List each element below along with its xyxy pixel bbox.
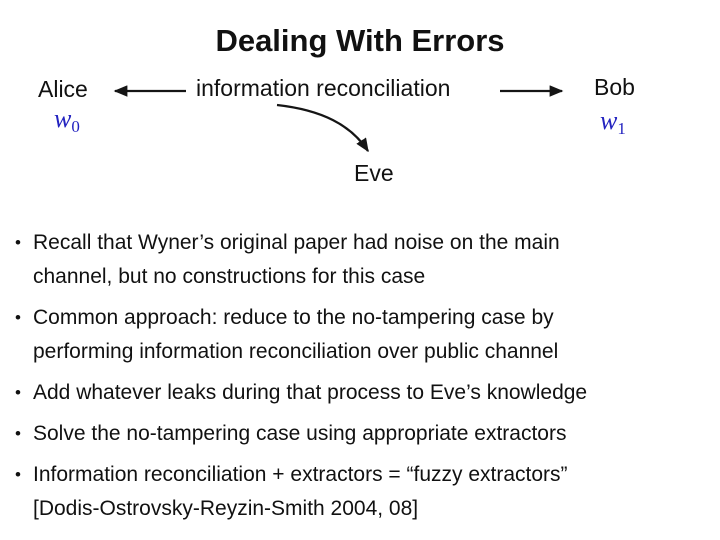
- bullet-marker: •: [15, 424, 21, 443]
- diagram: Alice w0 information reconciliation Bob …: [0, 0, 720, 210]
- arrow-curved-to-eve-icon: [276, 103, 369, 153]
- alice-variable: w0: [54, 104, 80, 136]
- bullet-text-line: Information reconciliation + extractors …: [33, 463, 568, 486]
- bullet-item-4: • Solve the no-tampering case using appr…: [15, 417, 715, 451]
- bullet-item-2: • Common approach: reduce to the no-tamp…: [15, 301, 715, 369]
- bullet-text-line: [Dodis-Ostrovsky-Reyzin-Smith 2004, 08]: [33, 497, 419, 520]
- bullet-text-block: Solve the no-tampering case using approp…: [33, 417, 715, 451]
- alice-variable-subscript: 0: [71, 117, 80, 136]
- bullet-text-line: performing information reconciliation ov…: [33, 340, 559, 363]
- bullet-marker: •: [15, 465, 21, 484]
- bob-variable: w1: [600, 106, 626, 138]
- bob-variable-letter: w: [600, 106, 618, 135]
- bullet-marker: •: [15, 383, 21, 402]
- bullet-text-block: Information reconciliation + extractors …: [33, 458, 715, 526]
- bullet-text-block: Common approach: reduce to the no-tamper…: [33, 301, 715, 369]
- bullet-item-5: • Information reconciliation + extractor…: [15, 458, 715, 526]
- bullet-text-line: channel, but no constructions for this c…: [33, 265, 426, 288]
- bob-variable-subscript: 1: [617, 119, 626, 138]
- slide-title: Dealing With Errors: [215, 22, 505, 58]
- bullet-text-line: Recall that Wyner’s original paper had n…: [33, 231, 560, 254]
- alice-label: Alice: [38, 76, 88, 102]
- bullet-item-3: • Add whatever leaks during that process…: [15, 376, 715, 410]
- bullet-item-1: • Recall that Wyner’s original paper had…: [15, 226, 715, 294]
- eve-label: Eve: [354, 160, 394, 186]
- bullet-text-line: Add whatever leaks during that process t…: [33, 381, 588, 404]
- bullet-text-block: Add whatever leaks during that process t…: [33, 376, 715, 410]
- bullet-text-block: Recall that Wyner’s original paper had n…: [33, 226, 715, 294]
- alice-variable-letter: w: [54, 104, 72, 133]
- bullet-list: • Recall that Wyner’s original paper had…: [15, 226, 715, 533]
- bullet-marker: •: [15, 308, 21, 327]
- bob-label: Bob: [594, 74, 635, 100]
- bullet-text-line: Common approach: reduce to the no-tamper…: [33, 306, 554, 329]
- bullet-marker: •: [15, 233, 21, 252]
- bullet-text-line: Solve the no-tampering case using approp…: [33, 422, 567, 445]
- channel-label: information reconciliation: [196, 75, 451, 101]
